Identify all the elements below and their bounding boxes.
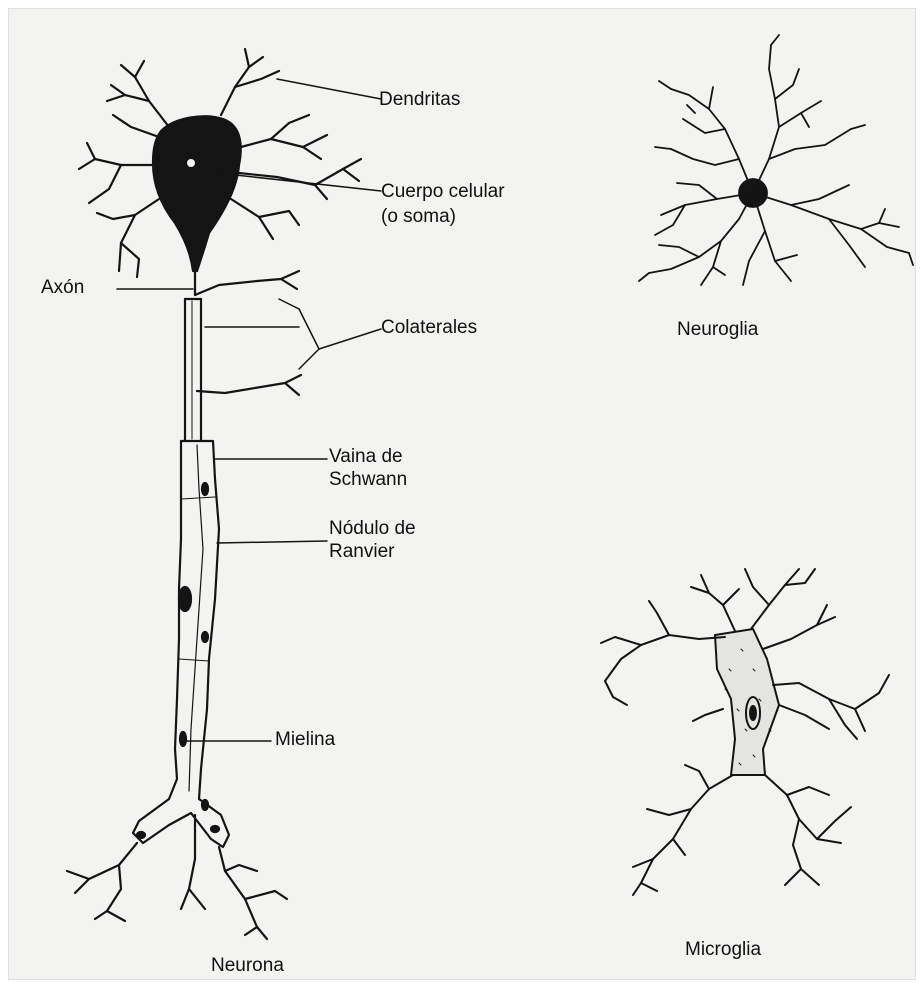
label-dendritas: Dendritas: [379, 89, 460, 111]
label-mielina: Mielina: [275, 729, 335, 751]
myelin-sheath: [133, 441, 229, 847]
label-nodulo-2: Ranvier: [329, 540, 394, 563]
cell-body: [153, 116, 241, 271]
microglia-drawing: [601, 569, 889, 895]
axon-terminals: [67, 815, 287, 939]
label-vaina-2: Schwann: [329, 468, 407, 491]
neuroglia-drawing: [639, 35, 913, 285]
label-neurona: Neurona: [211, 955, 284, 977]
label-colaterales: Colaterales: [381, 317, 477, 339]
nucleus: [187, 159, 195, 167]
label-nodulo-1: Nódulo de: [329, 517, 416, 540]
diagram-page: Dendritas Cuerpo celular (o soma) Axón C…: [8, 8, 916, 980]
collaterals: [195, 271, 301, 395]
label-axon: Axón: [41, 277, 84, 299]
label-soma: (o soma): [381, 206, 456, 228]
label-vaina-1: Vaina de: [329, 445, 403, 468]
neuron-drawing: [67, 49, 361, 939]
label-neuroglia: Neuroglia: [677, 319, 758, 341]
neuron-illustration: [9, 9, 915, 979]
label-cuerpo-celular: Cuerpo celular: [381, 181, 505, 203]
label-microglia: Microglia: [685, 939, 761, 961]
